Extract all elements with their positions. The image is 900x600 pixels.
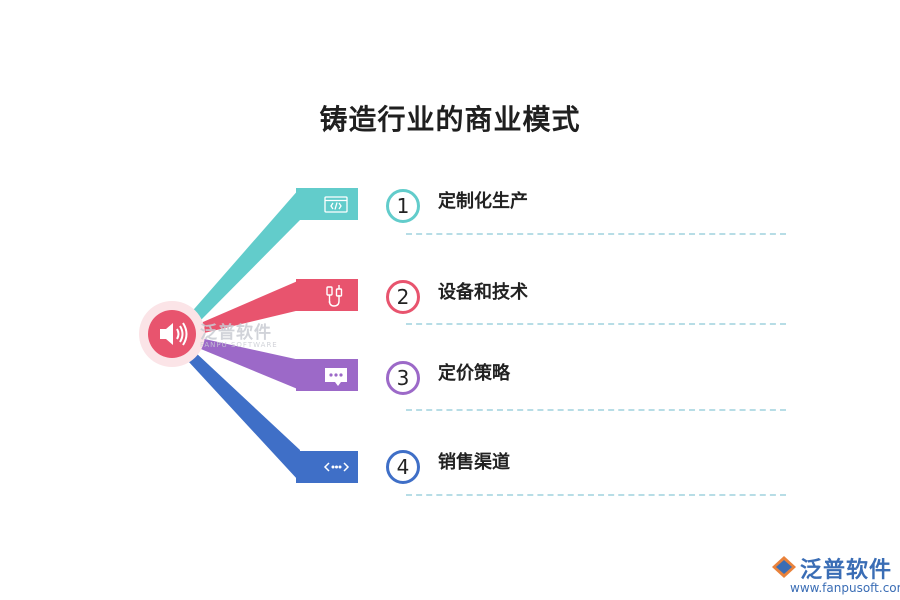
watermark-text-en: FANPU SOFTWARE (200, 341, 278, 349)
icon-box-1 (296, 188, 358, 220)
divider (406, 494, 786, 496)
item-label: 定制化生产 (438, 191, 528, 212)
item-label: 设备和技术 (438, 282, 528, 303)
number-badge: 3 (386, 361, 420, 395)
speaker-icon (160, 322, 188, 346)
chat-bubble-icon (325, 368, 347, 386)
divider (406, 233, 786, 235)
list-item-4: 4 销售渠道 (386, 448, 786, 488)
divider (406, 409, 786, 411)
item-label: 销售渠道 (438, 452, 510, 473)
hub-circle (139, 301, 205, 367)
list-item-3: 3 定价策略 (386, 359, 786, 399)
number-badge: 2 (386, 280, 420, 314)
branch-1 (188, 188, 300, 323)
icon-box-3 (296, 359, 358, 391)
branch-2 (196, 280, 300, 334)
list-item-2: 2 设备和技术 (386, 278, 786, 318)
logo-url: www.fanpusoft.com (790, 581, 900, 595)
branch-4 (188, 352, 300, 480)
number-badge: 1 (386, 189, 420, 223)
icon-box-4 (296, 451, 358, 483)
code-dots-icon (323, 462, 350, 472)
watermark: 泛普软件 FANPU SOFTWARE (200, 318, 278, 349)
list-item-1: 1 定制化生产 (386, 187, 786, 227)
code-window-icon (324, 196, 348, 213)
number-badge: 4 (386, 450, 420, 484)
logo-name: 泛普软件 (800, 558, 893, 583)
branch-3 (196, 338, 300, 390)
watermark-text-cn: 泛普软件 (200, 323, 272, 343)
item-label: 定价策略 (438, 363, 510, 384)
diagram-title: 铸造行业的商业模式 (319, 103, 581, 136)
logo-mark-icon (772, 556, 796, 578)
cable-connector-icon (326, 285, 343, 307)
divider (406, 323, 786, 325)
icon-box-2 (296, 279, 358, 311)
